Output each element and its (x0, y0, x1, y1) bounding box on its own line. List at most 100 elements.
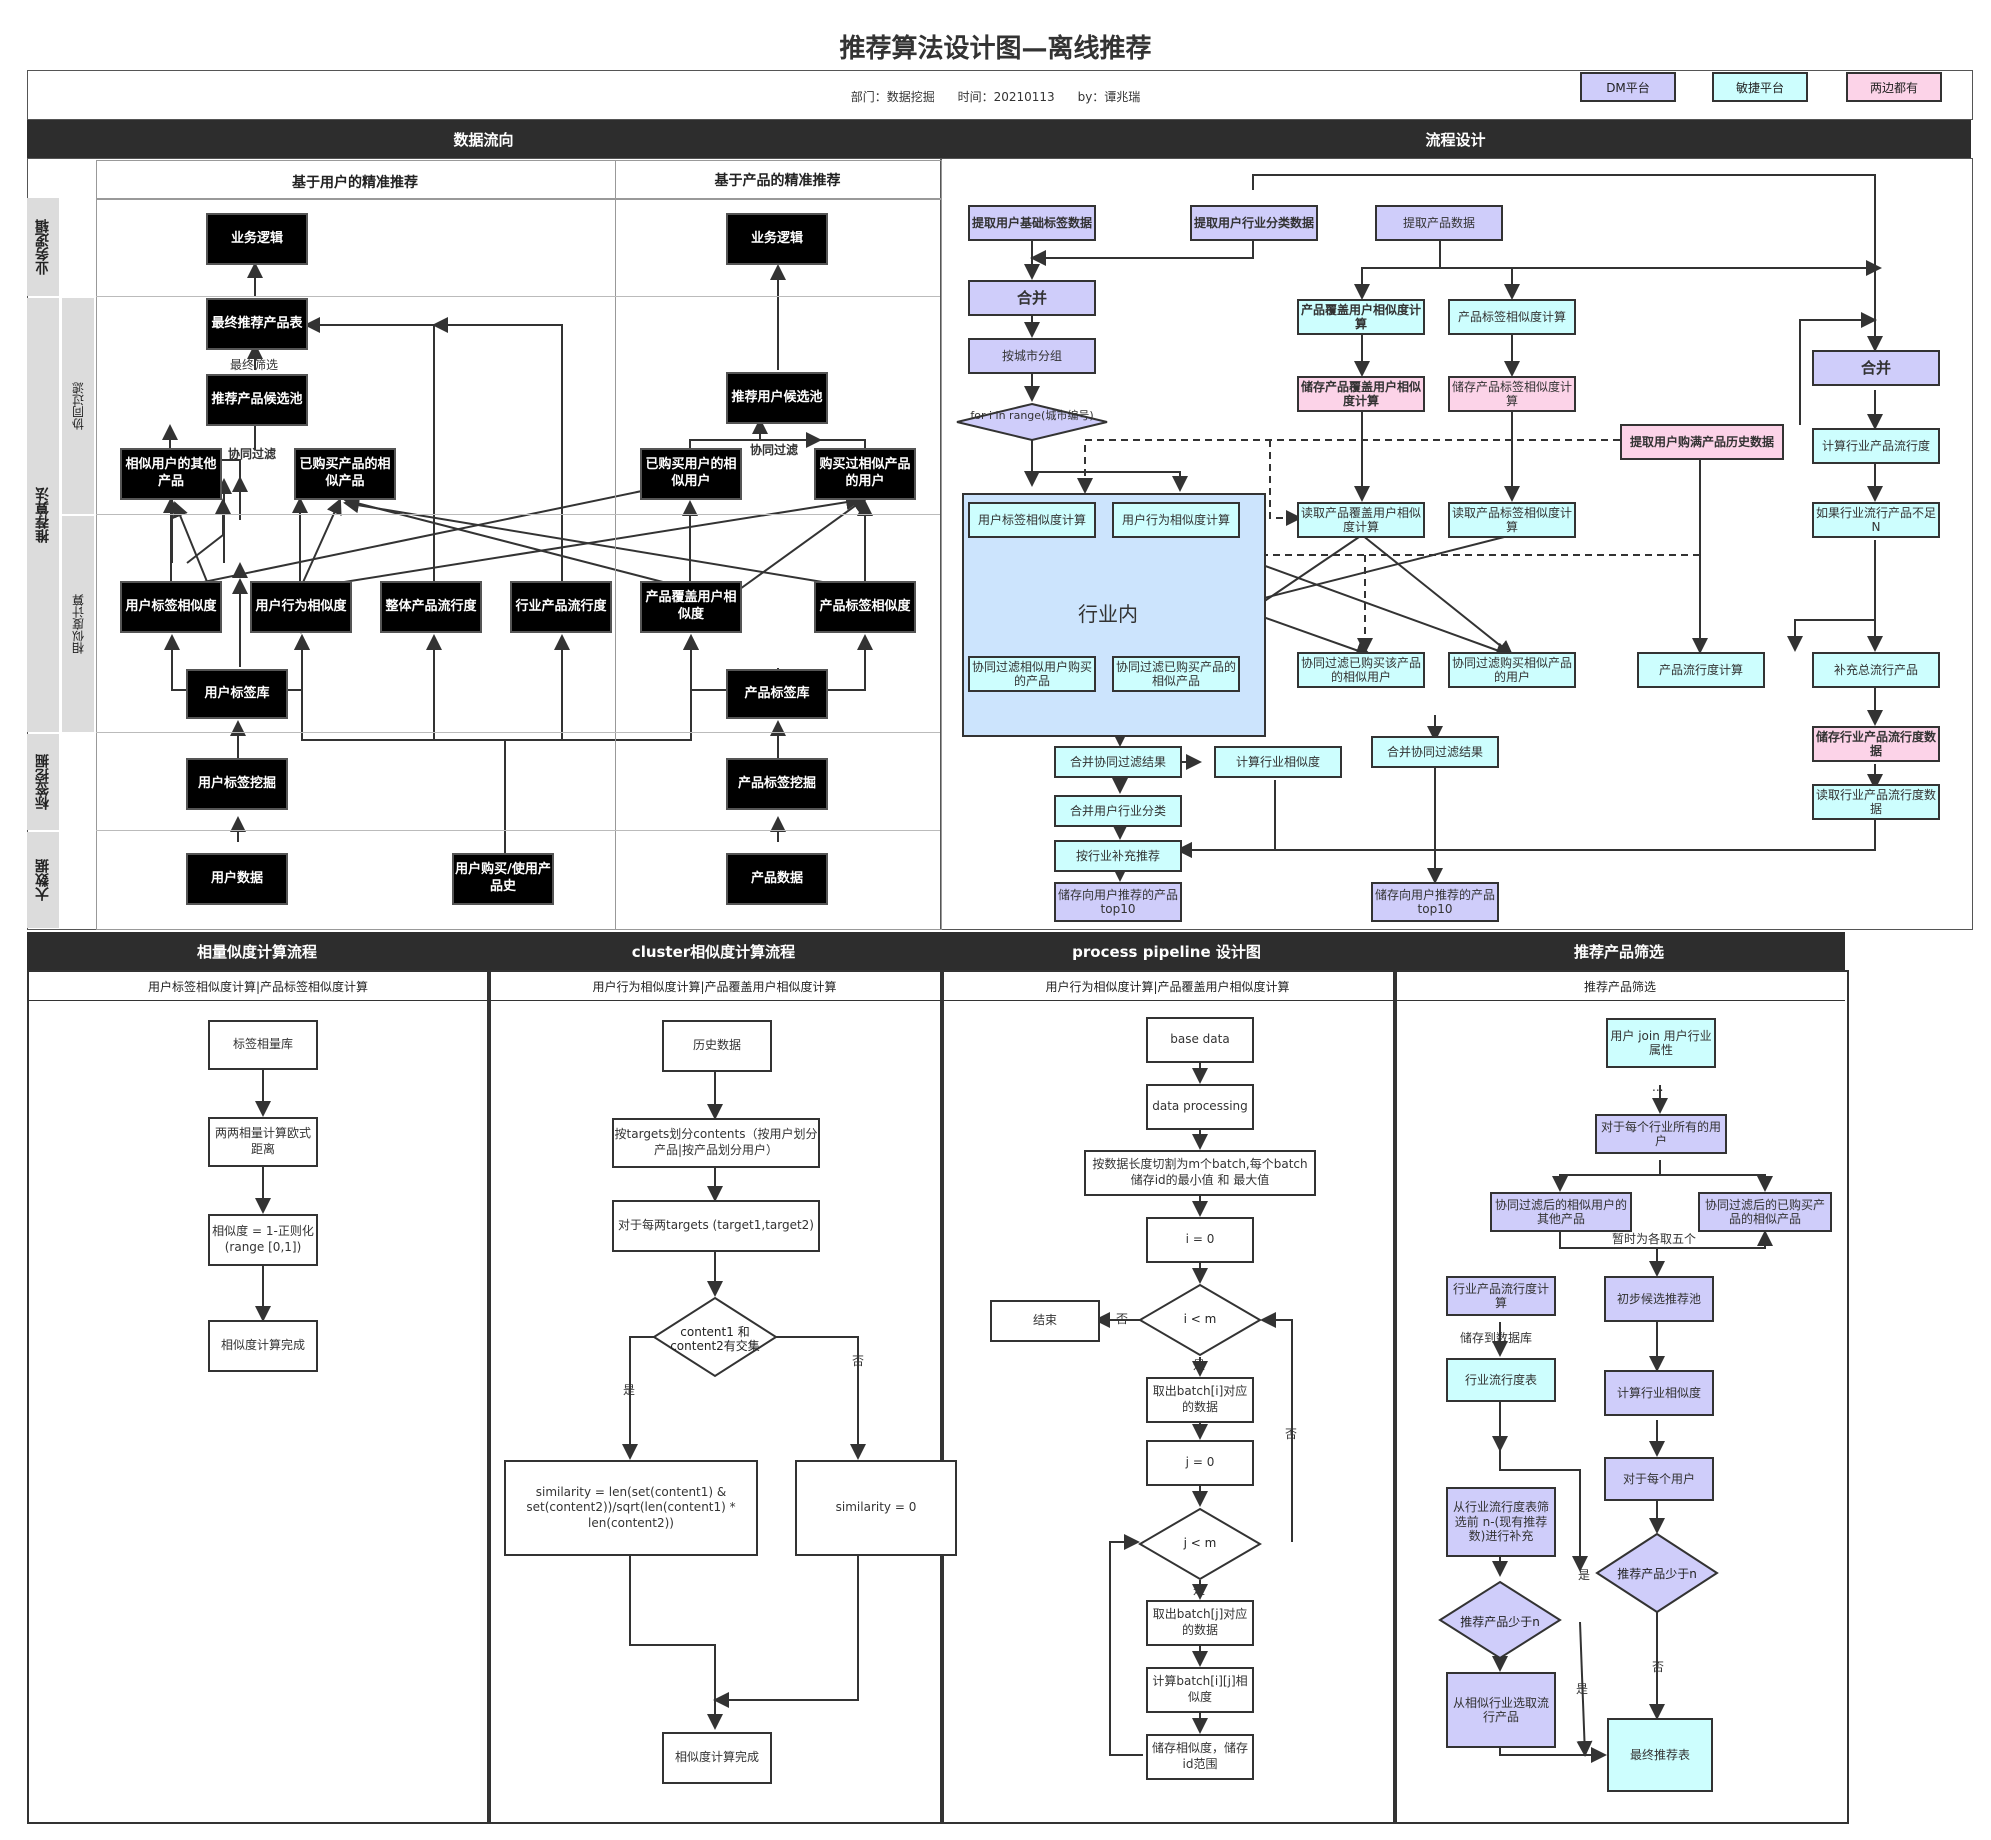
user-tag-sim: 用户标签相似度 (122, 583, 220, 631)
product-tag-sim-calc: 产品标签相似度计算 (1448, 299, 1576, 335)
user-tag-sim-calc: 用户标签相似度计算 (968, 502, 1096, 538)
user-tag-mining: 用户标签挖掘 (188, 760, 286, 808)
s4-industry-pop: 行业产品流行度计算 (1446, 1276, 1556, 1316)
bought-similar-products: 已购买产品的相似产品 (296, 450, 394, 498)
bottom-s3-title: process pipeline 设计图 (940, 932, 1393, 970)
product-precise-title: 基于产品的精准推荐 (714, 173, 841, 189)
s4-cf-users: 协同过滤后的相似用户的其他产品 (1490, 1192, 1632, 1232)
product-coverage-sim: 产品覆盖用户相似度 (642, 583, 740, 631)
coverage-sim-calc: 产品覆盖用户相似度计算 (1297, 299, 1425, 335)
s3-i-lt-m-label: i < m (1183, 1312, 1217, 1326)
bottom-s1-title: 相量似度计算流程 (27, 932, 487, 970)
s4-pop-table: 行业流行度表 (1446, 1358, 1556, 1402)
s4-store-db: 储存到数据库 (1460, 1331, 1533, 1345)
s4-less-n-left-diamond (1438, 1580, 1562, 1660)
s2-sim-formula: similarity = len(set(content1) & set(con… (504, 1460, 758, 1556)
final-rec-table: 最终推荐产品表 (208, 300, 306, 348)
biz-logic-right: 业务逻辑 (728, 215, 826, 263)
meta-dept: 部门：数据挖掘 (850, 90, 935, 104)
lane-tagmining: 标签挖掘 (27, 734, 59, 830)
s3-store: 储存相似度，储存id范围 (1146, 1734, 1254, 1780)
loop-city-label: for i in range(城市编号) (970, 409, 1094, 422)
merge-user-industry: 合并用户行业分类 (1054, 795, 1182, 827)
s1-done: 相似度计算完成 (208, 1320, 318, 1372)
supplement-total-popular: 补充总流行产品 (1812, 652, 1940, 688)
col-product-header (615, 160, 942, 200)
lane-algorithm: 推荐算法 (27, 298, 59, 732)
col-product-body (615, 198, 942, 930)
loop-city-diamond (956, 402, 1108, 442)
s2-sim-zero: similarity = 0 (795, 1460, 957, 1556)
purchase-history: 用户购买/使用产品史 (454, 855, 552, 903)
product-popularity-calc: 产品流行度计算 (1637, 652, 1765, 688)
store-product-tag-sim: 储存产品标签相似度计算 (1448, 376, 1576, 412)
bottom-s4-frame (1393, 970, 1849, 1824)
bottom-s2-sub: 用户行为相似度计算|产品覆盖用户相似度计算 (489, 972, 940, 1001)
s3-no-2: 否 (1285, 1427, 1298, 1441)
s2-history: 历史数据 (662, 1020, 772, 1072)
s3-no-1: 否 (1116, 1312, 1129, 1326)
s3-data-processing: data processing (1146, 1084, 1254, 1130)
user-data: 用户数据 (188, 855, 286, 903)
rec-user-pool: 推荐用户候选池 (728, 374, 826, 422)
store-user-top10-b: 储存向用户推荐的产品top10 (1371, 882, 1499, 922)
cf-similar-product-buyers: 协同过滤购买相似产品的用户 (1448, 652, 1576, 688)
merge-cf-results: 合并协同过滤结果 (1054, 746, 1182, 778)
merge-1: 合并 (968, 280, 1096, 316)
user-behavior-sim: 用户行为相似度 (252, 583, 350, 631)
s1-sim: 相似度 = 1-正则化(range [0,1]) (208, 1214, 318, 1266)
product-tag-lib: 产品标签库 (728, 671, 826, 717)
s4-each-industry: 对于每个行业所有的用户 (1595, 1114, 1727, 1154)
bottom-s3-sub: 用户行为相似度计算|产品覆盖用户相似度计算 (942, 972, 1393, 1001)
final-filter-label: 最终筛选 (230, 358, 279, 372)
if-insufficient: 如果行业流行产品不足N (1812, 502, 1940, 538)
bottom-s2-frame (487, 970, 944, 1824)
merge-cf-results-2: 合并协同过滤结果 (1371, 736, 1499, 768)
s2-split: 按targets划分contents（按用户划分产品|按产品划分用户） (612, 1118, 820, 1168)
lane-simcalc: 相似度计算 (62, 516, 94, 732)
lane-collab: 协同过滤 (62, 298, 94, 514)
s4-cf-bought: 协同过滤后的已购买产品的相似产品 (1698, 1192, 1832, 1232)
section-process: 流程设计 (940, 120, 1971, 158)
s4-yes-a: 是 (1578, 1568, 1591, 1582)
row-div-1 (96, 296, 940, 297)
process-frame (940, 158, 1973, 930)
s1-lib: 标签相量库 (208, 1020, 318, 1070)
s3-end: 结束 (990, 1300, 1100, 1342)
collab-label-right: 协同过滤 (750, 443, 799, 457)
extract-user-tags: 提取用户基础标签数据 (968, 205, 1096, 241)
s2-done: 相似度计算完成 (662, 1732, 772, 1784)
industry-supplement-rec: 按行业补充推荐 (1054, 840, 1182, 872)
s2-no: 否 (852, 1354, 865, 1368)
s4-top5: 暂时为各取五个 (1612, 1232, 1697, 1246)
store-coverage-sim: 储存产品覆盖用户相似度计算 (1297, 376, 1425, 412)
row-div-4 (96, 830, 940, 831)
s2-intersect-diamond (652, 1296, 778, 1378)
extract-product: 提取产品数据 (1375, 205, 1503, 241)
s4-no-a: 否 (1652, 1660, 1665, 1674)
s3-i-zero: i = 0 (1146, 1217, 1254, 1263)
biz-logic-left: 业务逻辑 (208, 215, 306, 263)
s4-join: 用户 join 用户行业属性 (1606, 1018, 1716, 1068)
s4-pick-similar: 从相似行业选取流行产品 (1446, 1672, 1556, 1748)
meta-author: by：谭兆瑞 (1077, 90, 1141, 104)
industry-label: 行业内 (1078, 602, 1138, 626)
industry-popularity: 行业产品流行度 (512, 583, 610, 631)
user-behavior-sim-calc: 用户行为相似度计算 (1112, 502, 1240, 538)
product-tag-mining: 产品标签挖掘 (728, 760, 826, 808)
bottom-s1-sub: 用户标签相似度计算|产品标签相似度计算 (29, 972, 487, 1001)
s4-less-n-right-label: 推荐产品少于n (1617, 1567, 1697, 1581)
s3-j-zero: j = 0 (1146, 1440, 1254, 1486)
s3-yes-1: 是 (1193, 1358, 1206, 1372)
section-dataflow: 数据流向 (27, 120, 940, 158)
bought-users-similar: 已购买用户的相似用户 (642, 450, 740, 498)
s3-calc-ij: 计算batch[i][j]相似度 (1146, 1667, 1254, 1713)
s2-intersect-label: content1 和 content2有交集 (670, 1325, 760, 1354)
s3-j-lt-m-diamond (1138, 1507, 1262, 1581)
s4-yes-b: 是 (1576, 1682, 1589, 1696)
overall-popularity: 整体产品流行度 (382, 583, 480, 631)
s3-split-batches: 按数据长度切割为m个batch,每个batch 储存id的最小值 和 最大值 (1084, 1150, 1316, 1196)
page-title: 推荐算法设计图—离线推荐 (839, 34, 1152, 64)
s4-less-n-left-label: 推荐产品少于n (1460, 1615, 1540, 1629)
s3-i-lt-m-diamond (1138, 1283, 1262, 1357)
